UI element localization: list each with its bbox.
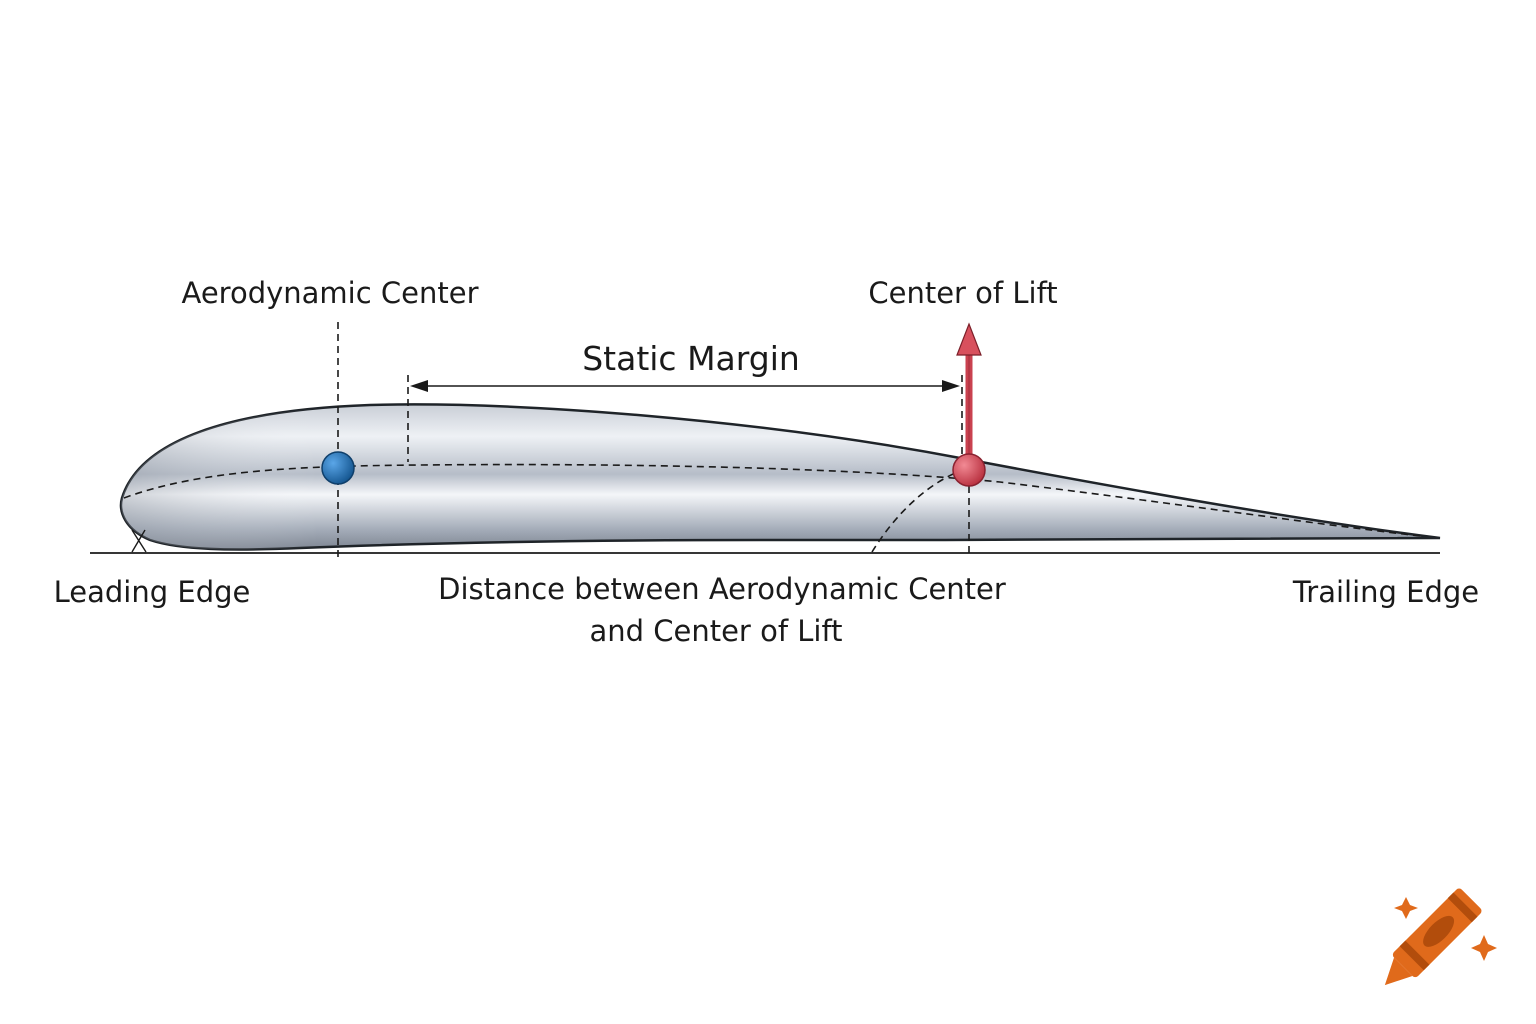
trailing-edge-label: Trailing Edge <box>1292 575 1479 609</box>
camber-line <box>123 463 1421 537</box>
distance-label-line1: Distance between Aerodynamic Center <box>438 572 1006 606</box>
distance-label-line2: and Center of Lift <box>589 614 842 648</box>
center-of-lift-label: Center of Lift <box>868 276 1057 310</box>
static-margin-arrowhead-right <box>942 380 960 392</box>
leading-edge-label: Leading Edge <box>54 575 251 609</box>
static-margin-arrowhead-left <box>410 380 428 392</box>
leading-edge-tick <box>131 529 147 553</box>
center-of-lift-point <box>952 453 986 487</box>
sparkle-icon <box>1471 935 1497 961</box>
aerodynamic-center-label: Aerodynamic Center <box>182 276 479 310</box>
crayon-logo-icon <box>1384 888 1482 986</box>
sparkle-icon <box>1394 897 1418 919</box>
static-margin-label: Static Margin <box>582 339 800 378</box>
aerodynamic-center-point <box>321 451 355 485</box>
lift-arrowhead <box>956 322 982 356</box>
distance-leader-line <box>871 469 963 553</box>
airfoil-shading <box>121 404 1440 550</box>
